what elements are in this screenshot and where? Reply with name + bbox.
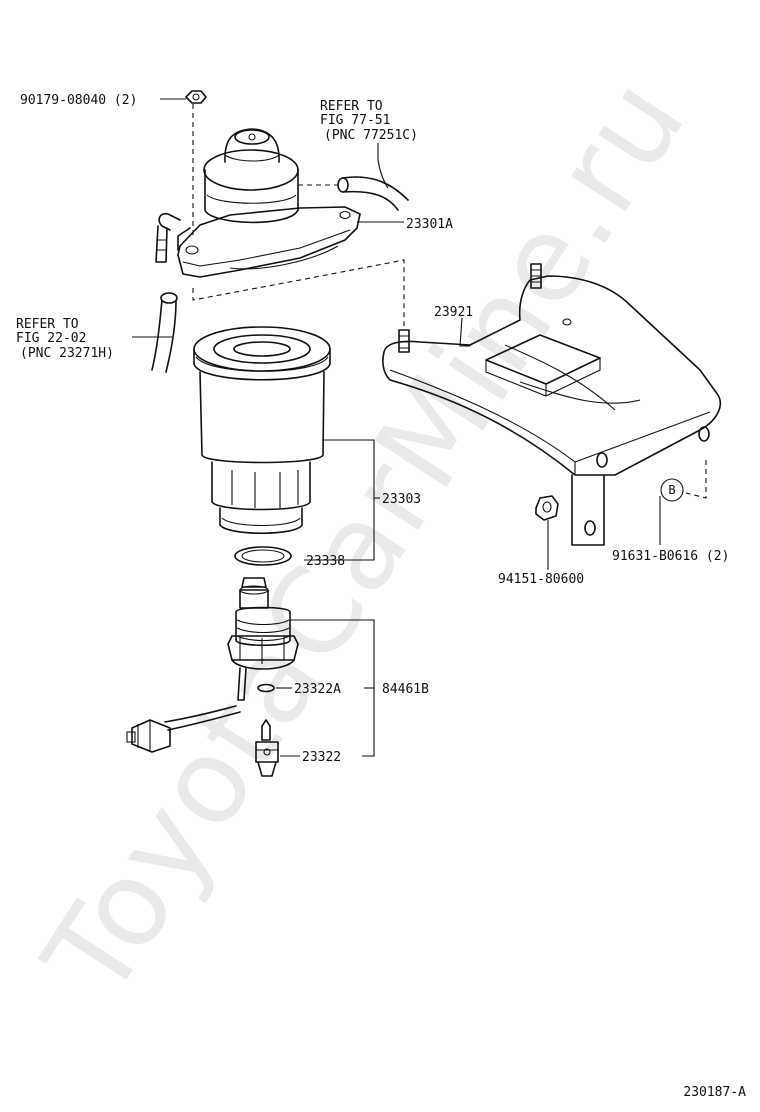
label-91631-b0616: 91631-B0616 (2) <box>612 549 729 564</box>
label-23338: 23338 <box>306 554 345 569</box>
assembly-dashed-line <box>192 259 405 330</box>
label-refer-a-line2: FIG 77-51 <box>320 113 390 128</box>
fuel-hose-upper <box>298 176 409 211</box>
bolt-90179-08040 <box>185 90 207 238</box>
label-90179-08040: 90179-08040 (2) <box>20 93 137 108</box>
figure-code: 230187-A <box>683 1085 746 1100</box>
nut-94151-80600 <box>535 495 559 521</box>
label-refer-b-line2: FIG 22-02 <box>16 331 86 346</box>
callout-b-letter: B <box>668 483 675 497</box>
label-refer-a-line1: REFER TO <box>320 99 383 114</box>
water-sensor-84461b <box>126 577 299 753</box>
fuel-hose-lower <box>151 292 178 373</box>
leader-lines <box>132 98 661 757</box>
label-23301a: 23301A <box>406 217 453 232</box>
fuel-filter-23303 <box>193 326 331 535</box>
callout-b: B <box>660 460 707 502</box>
label-refer-b-line3: (PNC 23271H) <box>20 346 114 361</box>
label-refer-b-line1: REFER TO <box>16 317 79 332</box>
filter-head-23301a <box>155 128 361 278</box>
label-23322: 23322 <box>302 750 341 765</box>
label-94151-80600: 94151-80600 <box>498 572 584 587</box>
drain-plug-23322 <box>255 719 279 777</box>
label-23303: 23303 <box>382 492 421 507</box>
label-refer-a-line3: (PNC 77251C) <box>324 128 418 143</box>
gasket-23338 <box>234 546 292 566</box>
label-84461b: 84461B <box>382 682 429 697</box>
label-23921: 23921 <box>434 305 473 320</box>
o-ring-23322a <box>257 683 275 693</box>
label-23322a: 23322A <box>294 682 341 697</box>
watermark: ToyotaCarMine.ru <box>17 54 712 1021</box>
bracket-23921 <box>382 263 722 546</box>
